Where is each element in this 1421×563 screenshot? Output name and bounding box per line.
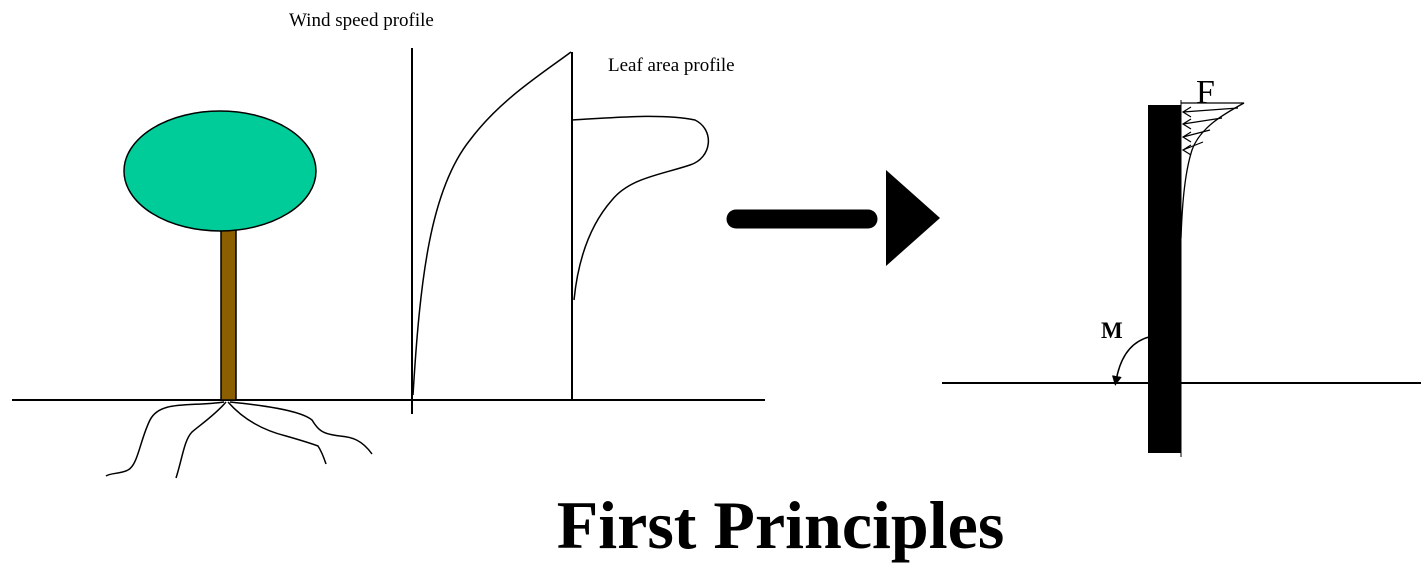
leaf-profile-curve bbox=[571, 115, 710, 301]
leaf-area-profile bbox=[571, 52, 710, 400]
force-label: F bbox=[1196, 74, 1215, 111]
beam-model bbox=[1111, 100, 1245, 457]
tree-canopy bbox=[123, 110, 317, 232]
load-arrows bbox=[1181, 106, 1239, 156]
transform-arrow bbox=[726, 170, 940, 266]
page-title: First Principles bbox=[0, 491, 1421, 559]
wind-profile-curve bbox=[412, 51, 572, 396]
page-title-text: First Principles bbox=[556, 487, 1005, 563]
wind-speed-profile-label: Wind speed profile bbox=[289, 10, 434, 31]
beam bbox=[1148, 105, 1181, 453]
wind-speed-profile bbox=[411, 48, 572, 414]
load-distribution-curve bbox=[1180, 102, 1245, 239]
leaf-area-profile-label: Leaf area profile bbox=[608, 55, 735, 76]
tree-trunk bbox=[220, 227, 237, 401]
moment-label: M bbox=[1101, 318, 1123, 343]
tree-roots bbox=[105, 401, 373, 479]
moment-arc-icon bbox=[1111, 336, 1150, 386]
tree bbox=[105, 110, 373, 479]
